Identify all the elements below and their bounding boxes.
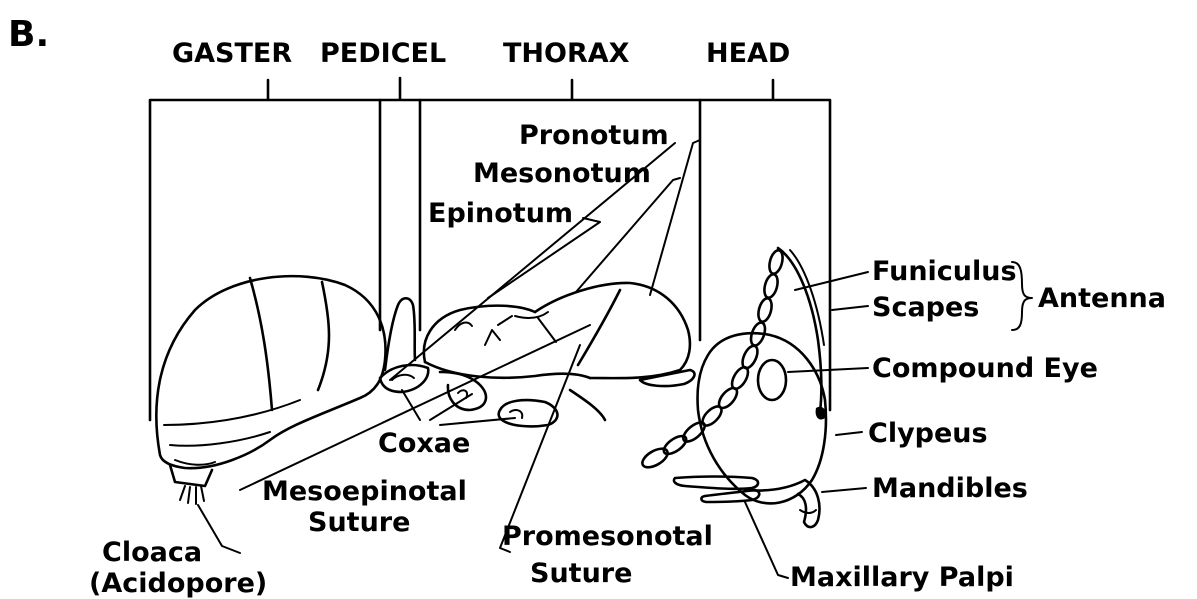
segment-label-pedicel: PEDICEL <box>320 38 446 69</box>
label-compound-eye: Compound Eye <box>872 353 1098 384</box>
label-cloaca-line2: (Acidopore) <box>89 568 267 599</box>
label-antenna: Antenna <box>1038 283 1166 314</box>
ant-gaster <box>156 276 385 504</box>
label-maxillary-palpi: Maxillary Palpi <box>790 562 1014 593</box>
label-mandibles: Mandibles <box>872 473 1028 504</box>
label-coxae: Coxae <box>378 428 470 459</box>
label-promesonotal-line1: Promesonotal <box>502 521 713 552</box>
label-clypeus: Clypeus <box>868 418 988 449</box>
label-pronotum: Pronotum <box>519 120 669 151</box>
label-epinotum: Epinotum <box>428 198 573 229</box>
segment-label-gaster: GASTER <box>172 38 292 69</box>
label-scapes: Scapes <box>872 292 979 323</box>
antenna-funiculus-segments <box>639 249 785 471</box>
label-promesonotal-line2: Suture <box>530 558 632 589</box>
segment-label-head: HEAD <box>706 38 790 69</box>
label-mesoepinotal-line1: Mesoepinotal <box>262 476 467 507</box>
label-mesoepinotal-line2: Suture <box>308 507 410 538</box>
ant-antenna <box>639 248 825 471</box>
label-cloaca-line1: Cloaca <box>102 537 202 568</box>
ant-maxillary-palpi <box>674 477 759 503</box>
segment-label-thorax: THORAX <box>503 38 630 69</box>
panel-label: B. <box>8 14 49 55</box>
label-mesonotum: Mesonotum <box>473 158 651 189</box>
segment-brackets <box>150 78 830 420</box>
ant-head <box>697 333 825 527</box>
label-funiculus: Funiculus <box>872 256 1017 287</box>
ant-thorax <box>424 283 695 386</box>
